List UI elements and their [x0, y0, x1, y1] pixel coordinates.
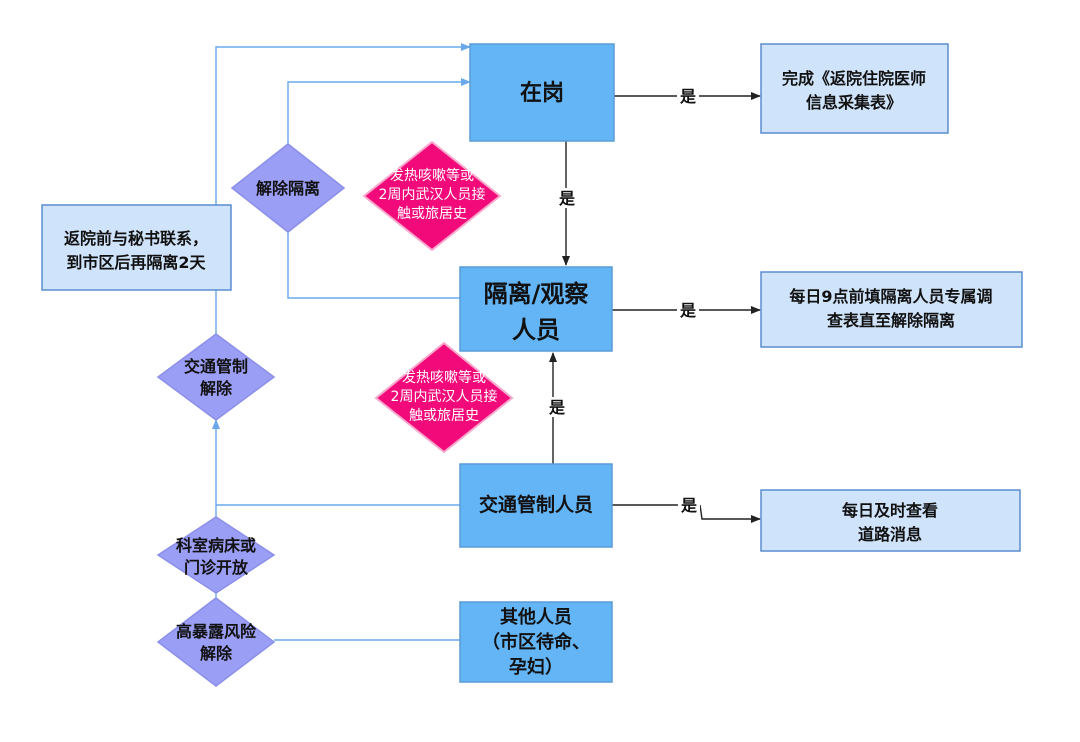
svg-text:触或旅居史: 触或旅居史 [397, 206, 467, 222]
svg-text:信息采集表》: 信息采集表》 [806, 93, 902, 112]
svg-text:交通管制人员: 交通管制人员 [479, 493, 593, 516]
svg-text:科室病床或: 科室病床或 [176, 536, 256, 555]
svg-text:是: 是 [679, 301, 696, 320]
svg-text:完成《返院住院医师: 完成《返院住院医师 [782, 69, 926, 88]
svg-text:发热咳嗽等或: 发热咳嗽等或 [390, 167, 474, 184]
svg-text:查表直至解除隔离: 查表直至解除隔离 [827, 311, 955, 330]
svg-text:是: 是 [680, 496, 697, 515]
condition-fever-2: 发热咳嗽等或 2周内武汉人员接 触或旅居史 [374, 341, 514, 454]
svg-text:是: 是 [679, 87, 696, 106]
condition-release-isolation: 解除隔离 [230, 143, 346, 233]
svg-text:解除: 解除 [200, 644, 233, 663]
svg-text:返院前与秘书联系，: 返院前与秘书联系， [64, 229, 208, 248]
svg-text:交通管制: 交通管制 [184, 357, 248, 376]
yes-label-onduty-form: 是 [677, 86, 699, 106]
note-form: 完成《返院住院医师 信息采集表》 [760, 43, 949, 134]
yes-label-traffic-isolation: 是 [546, 397, 568, 417]
svg-text:发热咳嗽等或: 发热咳嗽等或 [402, 369, 486, 386]
condition-dept-open: 科室病床或 门诊开放 [156, 516, 276, 594]
yes-label-onduty-isolation: 是 [556, 188, 578, 208]
svg-text:每日及时查看: 每日及时查看 [842, 501, 938, 520]
svg-text:高暴露风险: 高暴露风险 [176, 622, 257, 641]
condition-high-risk: 高暴露风险 解除 [156, 597, 276, 687]
note-road: 每日及时查看 道路消息 [760, 489, 1021, 552]
condition-fever-1: 发热咳嗽等或 2周内武汉人员接 触或旅居史 [362, 140, 502, 252]
svg-text:在岗: 在岗 [520, 80, 564, 106]
svg-text:孕妇）: 孕妇） [509, 656, 563, 678]
node-others: 其他人员 （市区待命、 孕妇） [459, 601, 613, 683]
svg-text:是: 是 [558, 189, 575, 208]
svg-text:门诊开放: 门诊开放 [184, 558, 249, 577]
svg-text:是: 是 [548, 398, 565, 417]
svg-text:解除隔离: 解除隔离 [256, 179, 320, 198]
svg-text:道路消息: 道路消息 [858, 525, 922, 544]
svg-text:（市区待命、: （市区待命、 [482, 631, 590, 653]
svg-text:2周内武汉人员接: 2周内武汉人员接 [391, 388, 498, 405]
svg-text:隔离/观察: 隔离/观察 [484, 280, 590, 308]
arrow-traffic-to-road-tail [699, 504, 761, 523]
node-isolation: 隔离/观察 人员 [459, 266, 613, 352]
yes-label-isolation-survey: 是 [677, 300, 699, 320]
note-survey: 每日9点前填隔离人员专属调 查表直至解除隔离 [760, 271, 1023, 348]
svg-text:每日9点前填隔离人员专属调: 每日9点前填隔离人员专属调 [789, 287, 992, 306]
condition-traffic-lift: 交通管制 解除 [156, 333, 276, 421]
svg-text:人员: 人员 [512, 316, 560, 344]
svg-text:其他人员: 其他人员 [500, 606, 572, 628]
svg-text:到市区后再隔离2天: 到市区后再隔离2天 [66, 253, 206, 272]
svg-text:2周内武汉人员接: 2周内武汉人员接 [379, 186, 486, 203]
connector-contact-to-onduty [215, 43, 471, 205]
node-contact-secretary: 返院前与秘书联系， 到市区后再隔离2天 [41, 204, 232, 291]
yes-label-traffic-road: 是 [678, 495, 700, 515]
node-onduty: 在岗 [469, 43, 615, 142]
node-traffic: 交通管制人员 [459, 463, 613, 548]
svg-text:解除: 解除 [200, 379, 233, 398]
svg-text:触或旅居史: 触或旅居史 [409, 408, 479, 424]
